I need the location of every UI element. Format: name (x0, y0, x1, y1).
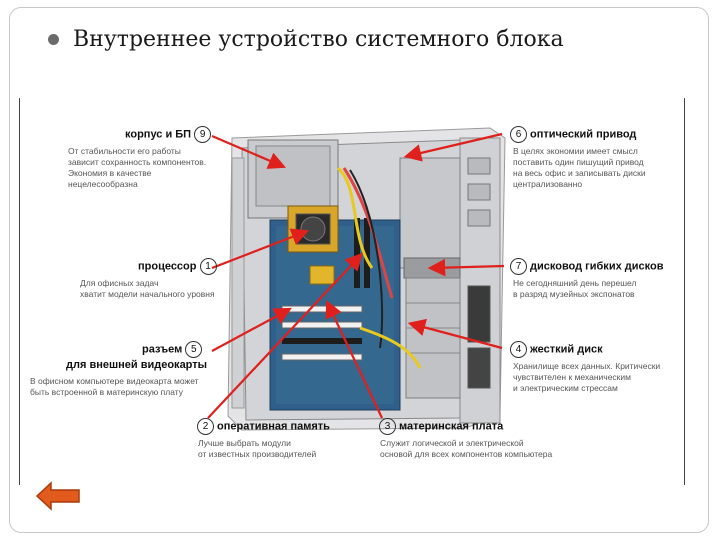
pc-case-illustration (207, 127, 506, 431)
callout-psu-desc: От стабильности его работы зависит сохра… (68, 146, 206, 190)
bullet-icon (48, 33, 59, 45)
desc-line: хватит модели начального уровня (80, 289, 215, 299)
desc-line: поставить один пишущий привод (513, 157, 644, 167)
desc-line: Экономия в качестве (68, 168, 152, 178)
callout-number-badge: 4 (510, 341, 527, 358)
callout-floppy-desc: Не сегодняшний день перешел в разряд муз… (513, 278, 636, 300)
callout-gpu-heading2: для внешней видеокарты (66, 359, 208, 371)
callout-mobo-desc: Служит логической и электрической осново… (380, 438, 552, 460)
callout-number-badge: 7 (510, 258, 527, 275)
callout-gpu-label: разъем (142, 343, 183, 356)
desc-line: В офисном компьютере видеокарта может (30, 376, 199, 386)
desc-line: Служит логической и электрической (380, 438, 524, 448)
callout-number-badge: 5 (185, 341, 203, 358)
callout-ram-label: оперативная память (217, 420, 330, 433)
desc-line: зависит сохранность компонентов. (68, 157, 207, 167)
desc-line: Лучше выбрать модули (198, 438, 291, 448)
desc-line: Не сегодняшний день перешел (513, 278, 637, 288)
desc-line: чувствителен к механическим (513, 372, 631, 382)
desc-line: нецелесообразна (68, 179, 138, 189)
callout-cpu-label: процессор (138, 260, 197, 273)
callout-ram-desc: Лучше выбрать модули от известных произв… (198, 438, 316, 460)
callout-number-badge: 3 (379, 418, 396, 435)
desc-line: Хранилище всех данных. Критически (513, 361, 661, 371)
callout-number-badge: 2 (197, 418, 214, 435)
callout-optical-label: оптический привод (530, 128, 637, 141)
desc-line: от известных производителей (198, 449, 317, 459)
desc-line: на весь офис и записывать диски (513, 168, 646, 178)
desc-line: в разряд музейных экспонатов (513, 289, 635, 299)
slide-title: Внутреннее устройство системного блока (73, 26, 564, 52)
callout-floppy-label: дисковод гибких дисков (530, 260, 664, 273)
desc-line: Для офисных задач (80, 278, 159, 288)
desc-line: быть встроенной в материнскую плату (30, 387, 183, 397)
callout-hdd-label: жесткий диск (530, 343, 603, 356)
back-button[interactable] (35, 480, 81, 512)
callout-hdd-desc: Хранилище всех данных. Критически чувств… (513, 361, 660, 394)
desc-line: и электрическим стрессам (513, 383, 618, 393)
callout-gpu-desc: В офисном компьютере видеокарта может бы… (30, 376, 199, 398)
callout-optical-desc: В целях экономии имеет смысл поставить о… (513, 146, 646, 190)
desc-line: От стабильности его работы (68, 146, 181, 156)
desc-line: централизованно (513, 179, 583, 189)
callout-psu-label: корпус и БП (125, 128, 192, 141)
desc-line: основой для всех компонентов компьютера (380, 449, 553, 459)
left-arrow-icon (35, 481, 80, 511)
title-row: Внутреннее устройство системного блока (48, 22, 688, 56)
callout-number-badge: 1 (199, 258, 217, 275)
desc-line: В целях экономии имеет смысл (513, 146, 638, 156)
callout-number-badge: 6 (510, 126, 527, 143)
callout-number-badge: 9 (194, 126, 212, 143)
callout-mobo-label: материнская плата (399, 420, 504, 433)
callout-cpu-desc: Для офисных задач хватит модели начально… (80, 278, 215, 300)
